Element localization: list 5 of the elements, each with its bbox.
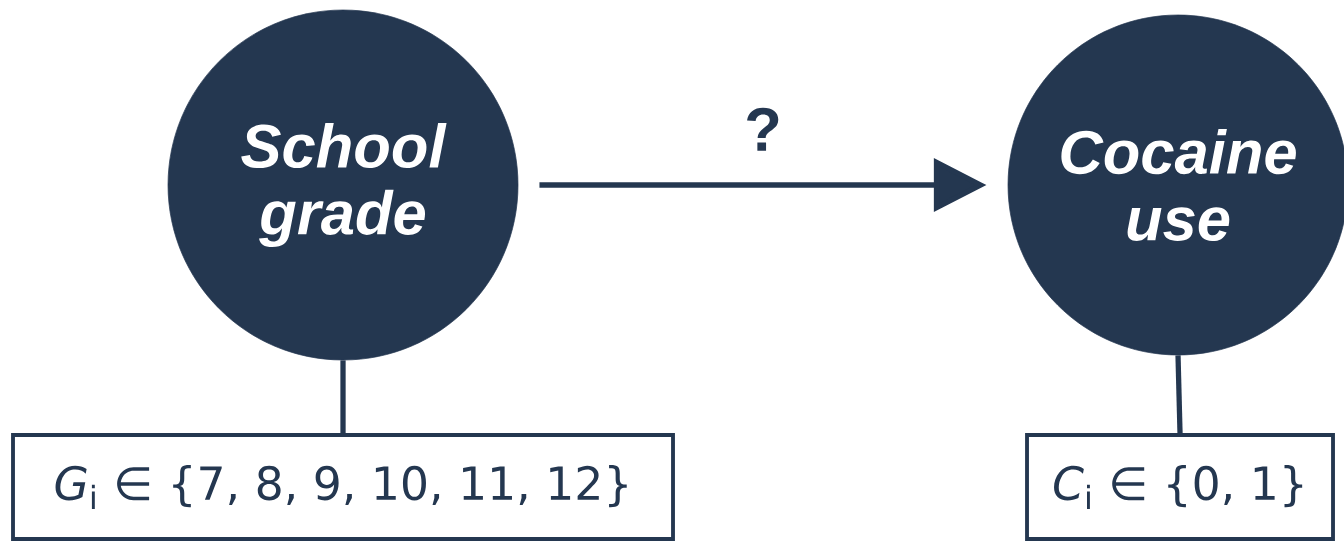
value-box: G$_{i}$ ∈ {7, 8, 9, 10, 11, 12}: [11, 433, 675, 541]
edge-label: ?: [747, 107, 779, 151]
connector-line: [340, 360, 346, 434]
value-box: C$_{i}$ ∈ {0, 1}: [1025, 433, 1335, 541]
connector-line: [1175, 355, 1183, 434]
